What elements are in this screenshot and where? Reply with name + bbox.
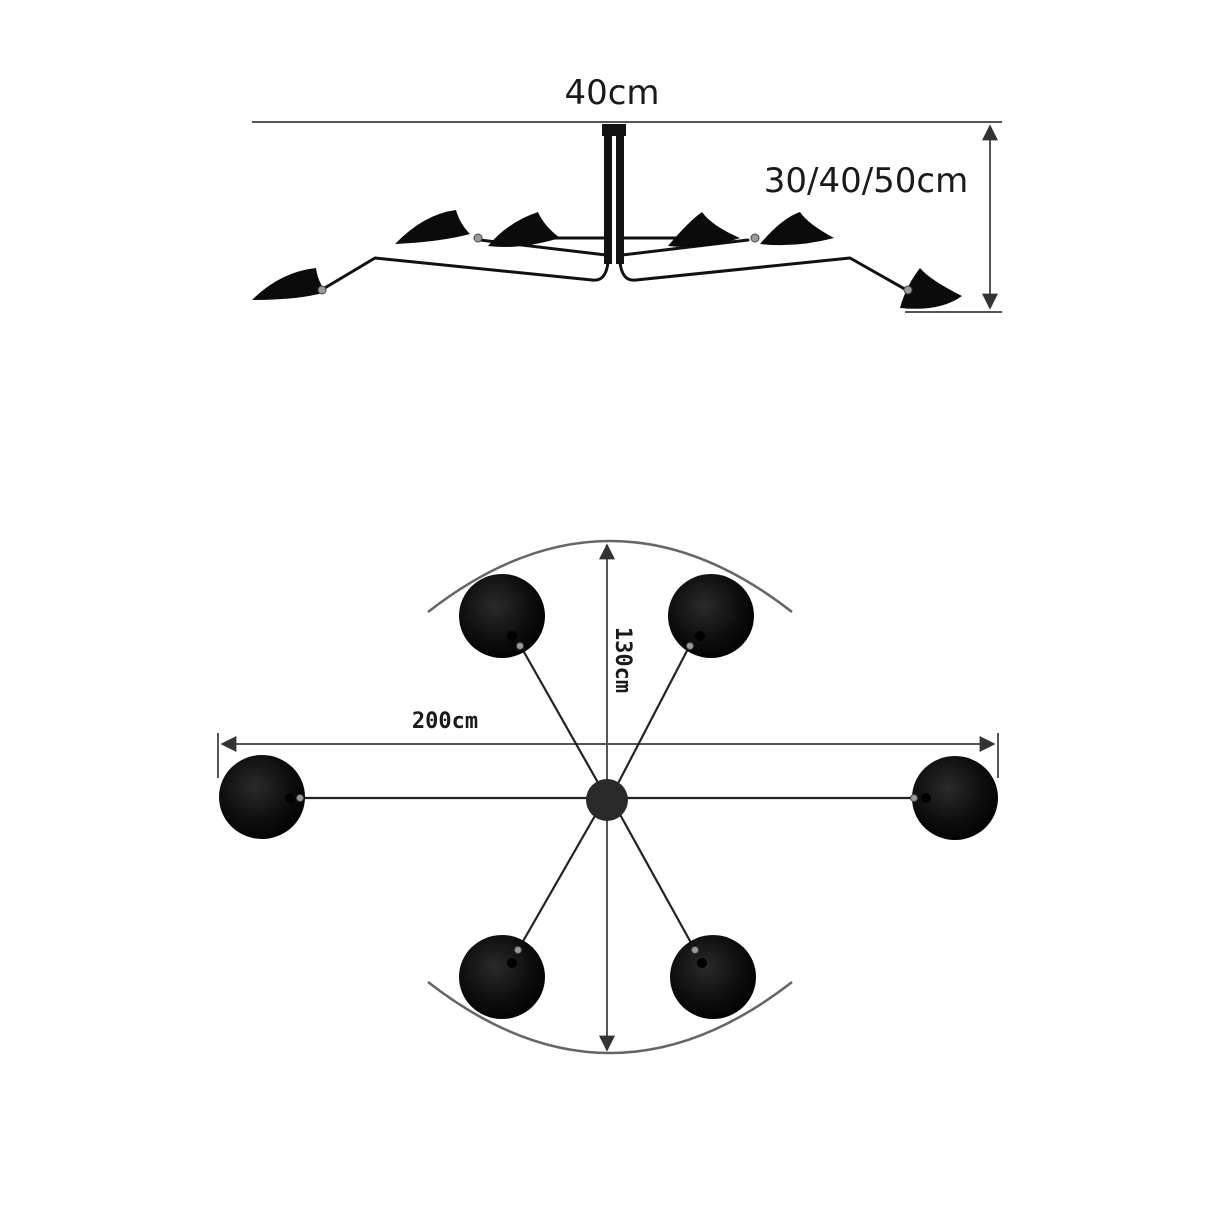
height-label: 30/40/50cm xyxy=(764,161,969,201)
center-hub xyxy=(586,779,628,821)
top-arc xyxy=(427,539,793,613)
side-shade-mid-right xyxy=(750,212,834,246)
top-shade-lower-left xyxy=(459,935,545,1019)
arm-lower-right xyxy=(611,799,696,951)
arm-outer-left xyxy=(316,256,610,294)
side-shade-inner-left xyxy=(488,212,560,247)
side-shade-outer-left xyxy=(252,268,327,300)
arm-upper-right xyxy=(611,644,691,796)
top-shade-lower-right xyxy=(670,935,756,1019)
top-shade-upper-left xyxy=(459,574,545,658)
depth-label: 130cm xyxy=(610,627,635,693)
arm-lower-left xyxy=(517,799,605,951)
side-shade-outer-right xyxy=(900,268,962,309)
top-shade-right xyxy=(910,756,998,840)
width-label: 40cm xyxy=(564,73,659,113)
arm-mid-right xyxy=(620,238,750,257)
span-label: 200cm xyxy=(412,709,478,734)
top-view: 200cm 130cm xyxy=(217,539,999,1055)
arm-upper-left xyxy=(519,644,606,796)
canopy xyxy=(602,124,626,136)
side-shade-mid-left xyxy=(395,210,483,244)
side-shade-inner-right xyxy=(668,212,740,247)
stem-left xyxy=(604,134,612,264)
bottom-arc xyxy=(427,981,793,1055)
top-shade-upper-right xyxy=(668,574,754,658)
stem-right xyxy=(616,134,624,264)
top-shade-left xyxy=(219,755,305,839)
arm-outer-right xyxy=(618,256,912,294)
side-view: 40cm 30/40/50cm xyxy=(252,73,1002,313)
